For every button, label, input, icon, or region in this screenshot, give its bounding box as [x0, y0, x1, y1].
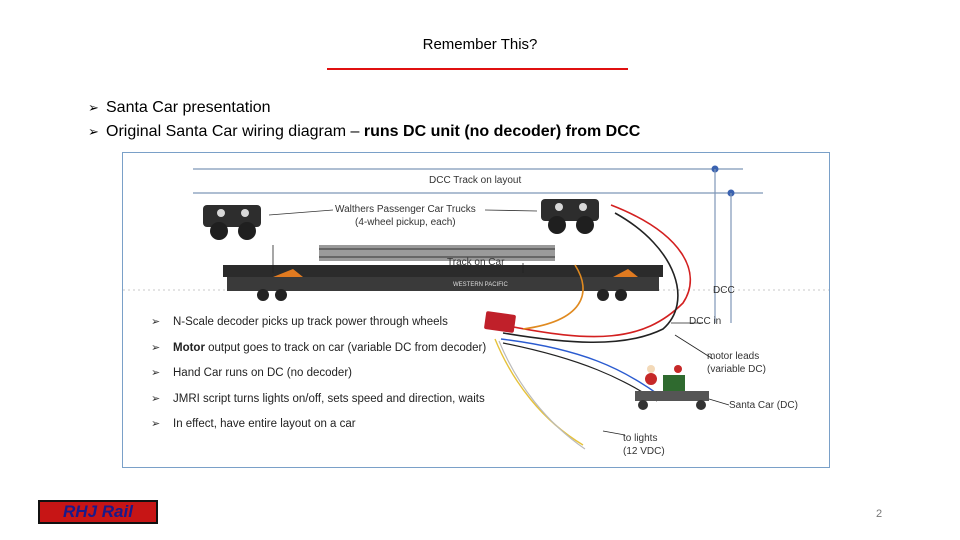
list-text: N-Scale decoder picks up track power thr… — [173, 316, 448, 328]
chevron-right-icon: ➢ — [151, 315, 173, 328]
page-number: 2 — [876, 508, 882, 520]
santa-car-image — [635, 365, 709, 410]
yellow-wire — [495, 339, 583, 445]
list-text: Hand Car runs on DC (no decoder) — [173, 367, 352, 379]
pointer-line — [603, 431, 625, 435]
bullet-bold-text: runs DC unit (no decoder) from DCC — [364, 123, 640, 140]
bullet-text: Santa Car presentation — [106, 99, 271, 116]
list-item: ➢In effect, have entire layout on a car — [151, 417, 486, 443]
list-text: output goes to track on car (variable DC… — [205, 342, 486, 354]
list-item: ➢N-Scale decoder picks up track power th… — [151, 315, 486, 341]
slide-title: Remember This? — [0, 36, 960, 53]
left-truck-image — [203, 205, 261, 240]
list-item: ➢JMRI script turns lights on/off, sets s… — [151, 392, 486, 418]
to-lights-label: to lights — [623, 433, 657, 444]
dcc-label: DCC — [713, 285, 735, 296]
list-text: In effect, have entire layout on a car — [173, 418, 356, 430]
pointer-line — [269, 210, 333, 215]
dcc-in-label: DCC in — [689, 316, 721, 327]
white-wire — [499, 341, 585, 449]
bullet-item: ➢Santa Car presentation — [88, 96, 640, 120]
list-bold-text: Motor — [173, 342, 205, 354]
rhj-rail-logo: RHJ Rail — [38, 500, 158, 524]
list-item: ➢Motor output goes to track on car (vari… — [151, 341, 486, 367]
decoder-image — [484, 311, 516, 333]
track-on-car-label: Track on Car — [447, 257, 504, 268]
chevron-right-icon: ➢ — [151, 366, 173, 379]
trucks-sublabel: (4-wheel pickup, each) — [355, 217, 456, 228]
arrow-bullet-icon: ➢ — [88, 120, 106, 144]
chevron-right-icon: ➢ — [151, 392, 173, 405]
bullet-item: ➢Original Santa Car wiring diagram – run… — [88, 120, 640, 144]
flatcar-lettering: WESTERN PACIFIC — [453, 282, 509, 288]
pointer-line — [709, 399, 729, 405]
motor-leads-sublabel: (variable DC) — [707, 364, 766, 375]
dcc-track-label: DCC Track on layout — [429, 175, 521, 186]
diagram-notes-list: ➢N-Scale decoder picks up track power th… — [151, 315, 486, 443]
title-underline — [327, 68, 628, 70]
motor-leads-label: motor leads — [707, 351, 759, 362]
trucks-label: Walthers Passenger Car Trucks — [335, 204, 476, 215]
chevron-right-icon: ➢ — [151, 417, 173, 430]
pointer-line — [485, 210, 537, 211]
track-on-car-image — [319, 245, 555, 261]
list-text: JMRI script turns lights on/off, sets sp… — [173, 393, 485, 405]
flatcar-image: WESTERN PACIFIC — [223, 265, 663, 301]
arrow-bullet-icon: ➢ — [88, 96, 106, 120]
to-lights-sublabel: (12 VDC) — [623, 446, 665, 457]
bullet-list: ➢Santa Car presentation ➢Original Santa … — [88, 96, 640, 144]
bullet-text: Original Santa Car wiring diagram – — [106, 123, 364, 140]
santa-car-label: Santa Car (DC) — [729, 400, 798, 411]
wiring-diagram: WESTERN PACIFIC — [122, 152, 830, 468]
motor-lead-wire — [503, 343, 657, 401]
list-item: ➢Hand Car runs on DC (no decoder) — [151, 366, 486, 392]
right-truck-image — [541, 199, 599, 234]
chevron-right-icon: ➢ — [151, 341, 173, 354]
